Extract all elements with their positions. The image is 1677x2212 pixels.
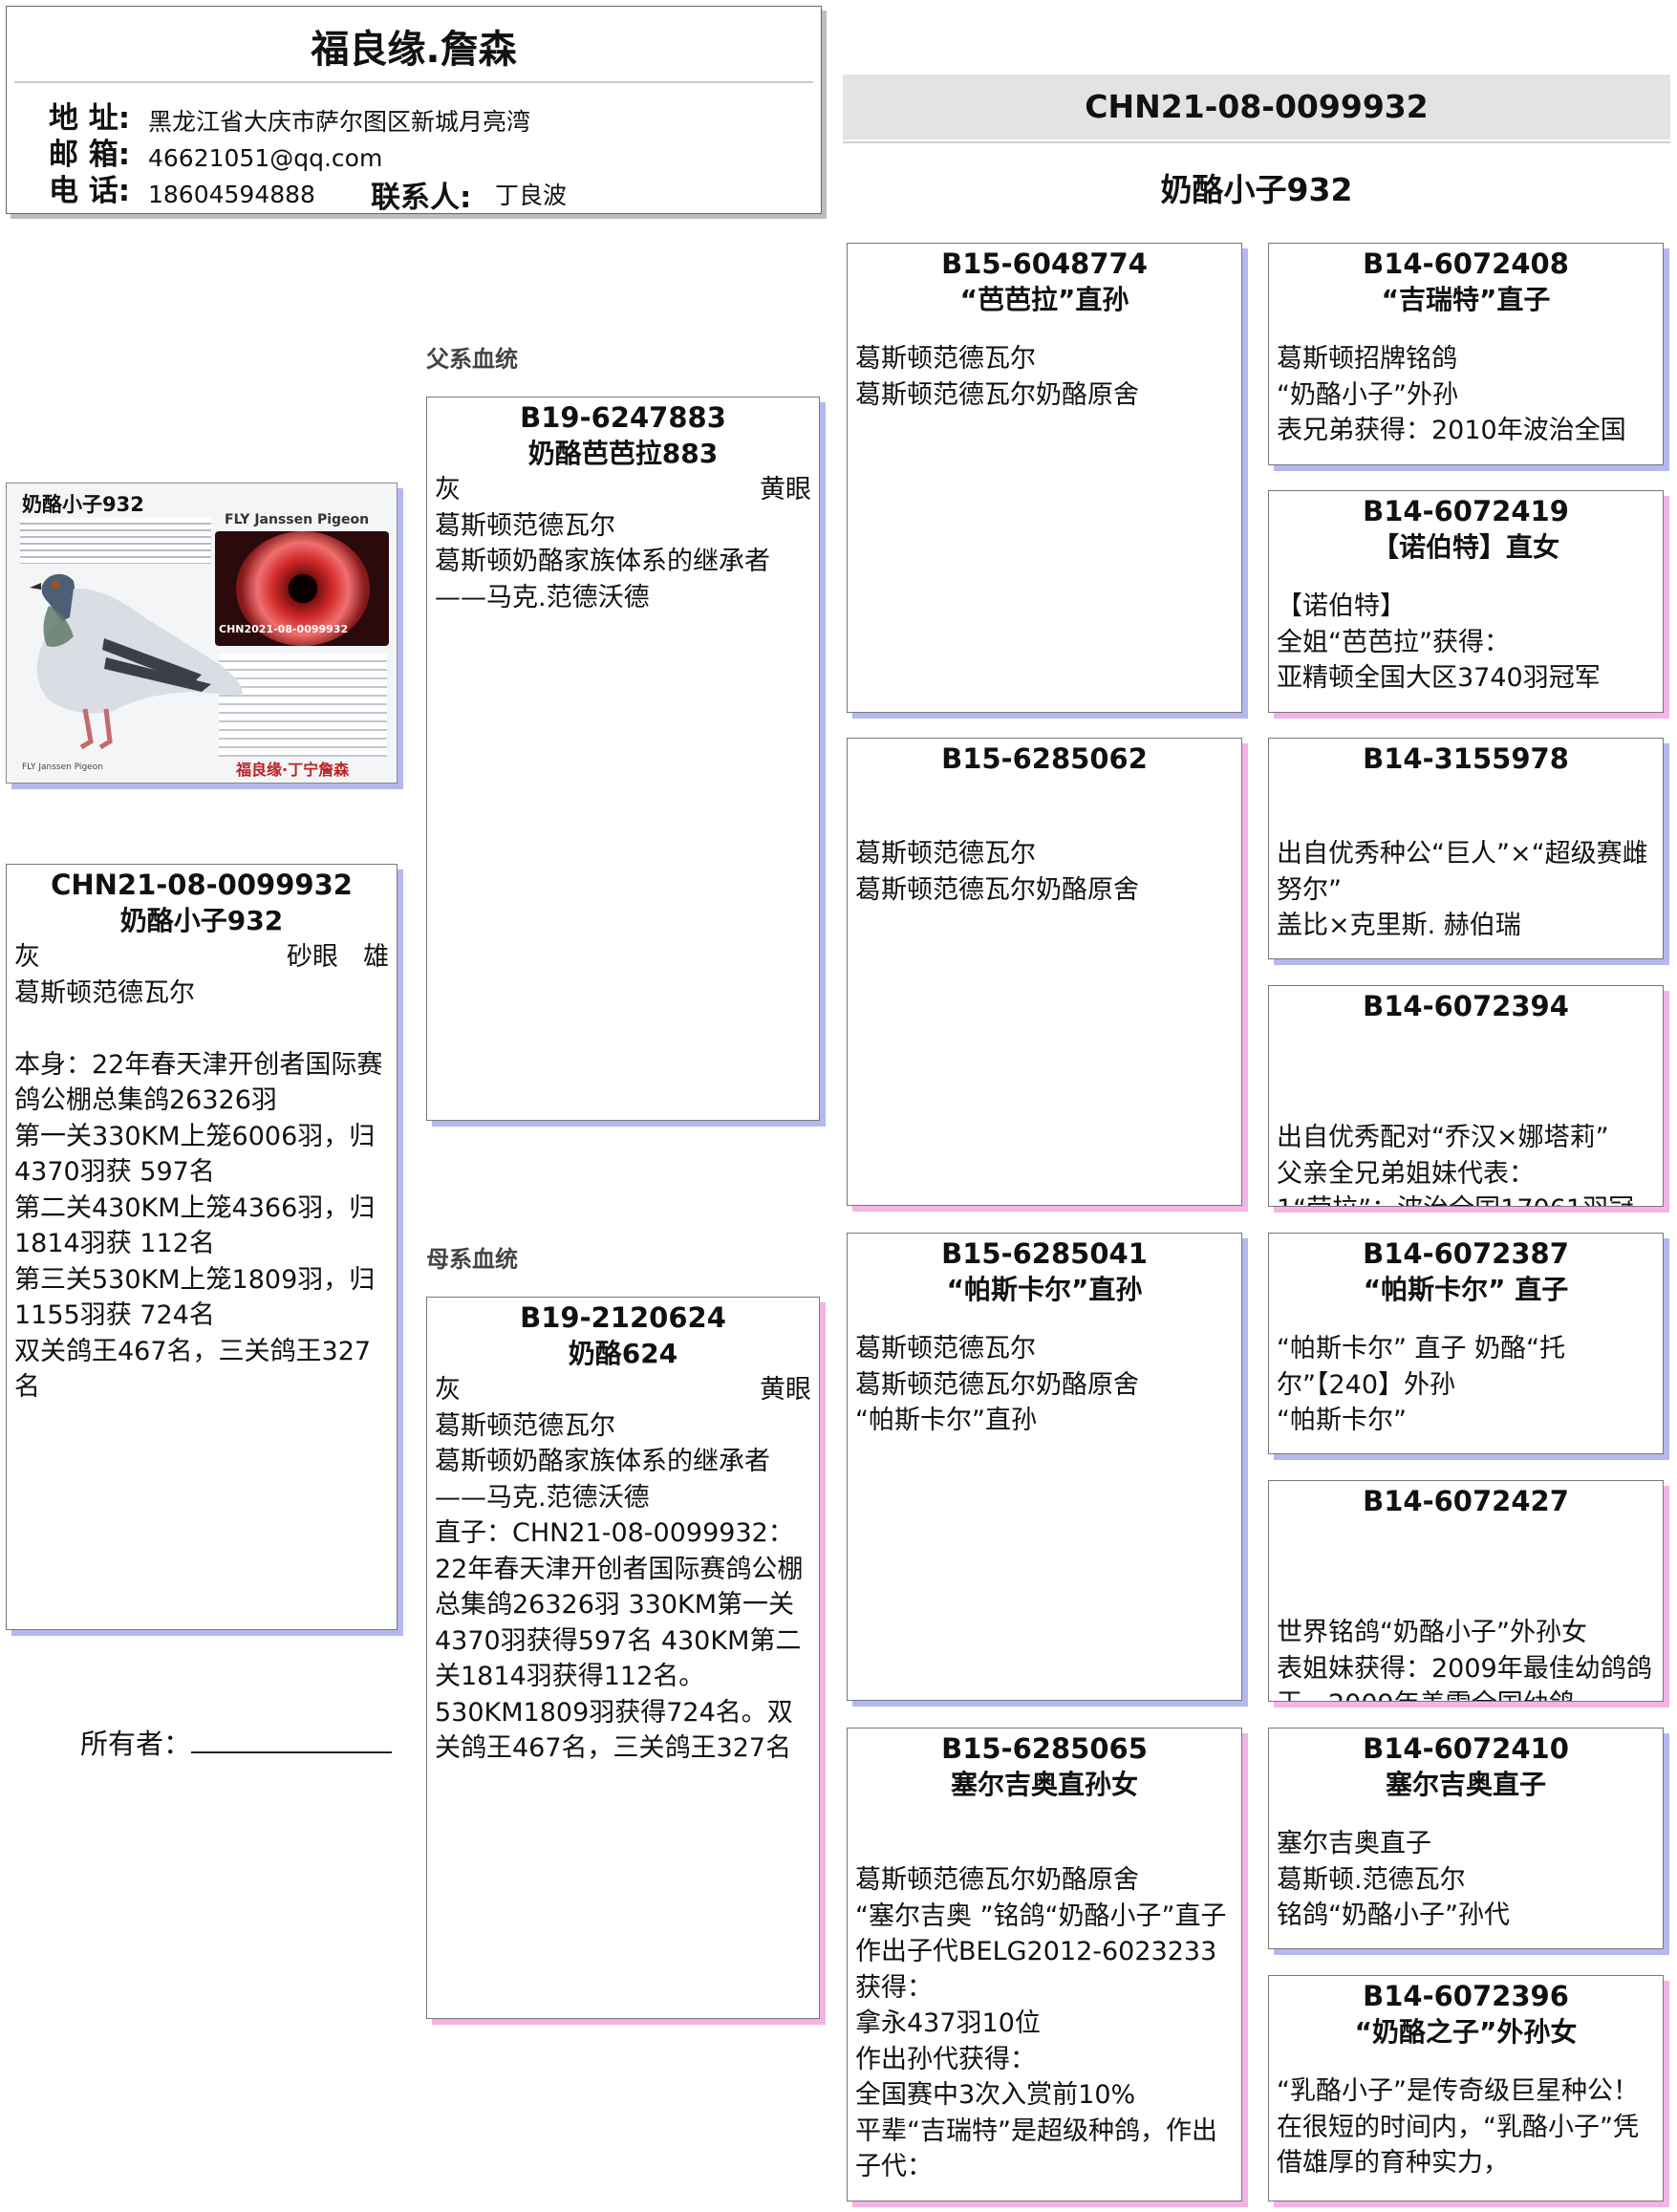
great-grandparent-box: B14-6072410 塞尔吉奥直子 塞尔吉奥直子 葛斯顿.范德瓦尔 铭鸽“奶酪…	[1268, 1728, 1664, 1949]
ggp-ring: B14-6072408	[1269, 246, 1663, 282]
gp-ring: B15-6285062	[848, 741, 1241, 777]
loft-values: 黑龙江省大庆市萨尔图区新城月亮湾 46621051@qq.com 1860459…	[148, 104, 530, 213]
subject-sex: 雄	[363, 939, 389, 976]
ggp-name: “帕斯卡尔” 直子	[1269, 1272, 1663, 1308]
ggp-ring: B14-6072419	[1269, 493, 1663, 529]
photo-footer-left: FLY Janssen Pigeon	[22, 762, 103, 772]
ggp-notes: “乳酪小子”是传奇级巨星种公！在很短的时间内，“乳酪小子”凭借雄厚的育种实力，	[1269, 2073, 1663, 2181]
grandparent-box: B15-6285065 塞尔吉奥直孙女 葛斯顿范德瓦尔奶酪原舍 “塞尔吉奥 ”铭…	[847, 1728, 1242, 2201]
subject-eye: 砂眼	[287, 939, 338, 976]
ggp-name	[1269, 777, 1663, 813]
sire-eye: 黄眼	[760, 472, 811, 508]
ggp-notes: 出自优秀配对“乔汉×娜塔莉” 父亲全兄弟姐妹代表： 1“劳拉”：波治全国1706…	[1269, 1120, 1663, 1207]
gp-notes: 葛斯顿范德瓦尔 葛斯顿范德瓦尔奶酪原舍	[848, 341, 1241, 413]
gp-notes: 葛斯顿范德瓦尔 葛斯顿范德瓦尔奶酪原舍	[848, 836, 1241, 908]
great-grandparent-box: B14-6072419 【诺伯特】直女 【诺伯特】 全姐“芭芭拉”获得： 亚精顿…	[1268, 490, 1664, 713]
grandparent-box: B15-6285062 葛斯顿范德瓦尔 葛斯顿范德瓦尔奶酪原舍	[847, 738, 1242, 1206]
gp-name: 塞尔吉奥直孙女	[848, 1767, 1241, 1803]
phone-label: 电 话:	[49, 173, 130, 209]
gp-name: “芭芭拉”直孙	[848, 282, 1241, 318]
sire-color: 灰	[435, 472, 461, 508]
ggp-notes: 出自优秀种公“巨人”×“超级赛雌努尔” 盖比×克里斯. 赫伯瑞	[1269, 836, 1663, 944]
subject-attrs: 灰 砂眼 雄	[7, 939, 397, 976]
loft-title: 福良缘.詹森	[7, 18, 821, 74]
ggp-notes: 塞尔吉奥直子 葛斯顿.范德瓦尔 铭鸽“奶酪小子”孙代	[1269, 1826, 1663, 1934]
great-grandparent-box: B14-3155978 出自优秀种公“巨人”×“超级赛雌努尔” 盖比×克里斯. …	[1268, 738, 1664, 959]
loft-info-box: 福良缘.詹森 地 址: 邮 箱: 电 话: 黑龙江省大庆市萨尔图区新城月亮湾 4…	[6, 6, 822, 214]
owner-label: 所有者：	[80, 1722, 191, 1762]
dam-section-label: 母系血统	[426, 1240, 518, 1274]
email-label: 邮 箱:	[49, 137, 130, 173]
pigeon-photo: 奶酪小子932 FLY Janssen Pigeon CHN2021-08-00…	[6, 483, 398, 784]
email-value: 46621051@qq.com	[148, 140, 530, 177]
great-grandparent-box: B14-6072408 “吉瑞特”直子 葛斯顿招牌铭鸽 “奶酪小子”外孙 表兄弟…	[1268, 243, 1664, 465]
sire-ring: B19-6247883	[427, 399, 819, 436]
header-divider	[843, 141, 1670, 143]
dam-color: 灰	[435, 1372, 461, 1408]
photo-title: 奶酪小子932	[22, 489, 144, 518]
photo-footer-logo: 福良缘·丁宁詹森	[236, 757, 349, 780]
ggp-ring: B14-6072410	[1269, 1730, 1663, 1767]
ggp-notes: “帕斯卡尔” 直子 奶酪“托尔”【240】外孙 “帕斯卡尔”	[1269, 1331, 1663, 1439]
header-name: 奶酪小子932	[843, 164, 1670, 210]
owner-signature-line	[191, 1751, 392, 1753]
pigeon-image	[11, 550, 249, 765]
gp-ring: B15-6048774	[848, 246, 1241, 282]
subject-notes: 葛斯顿范德瓦尔 本身：22年春天津开创者国际赛鸽公棚总集鸽26326羽 第一关3…	[7, 976, 397, 1406]
loft-title-divider	[14, 81, 813, 83]
dam-box: B19-2120624 奶酪624 灰 黄眼 葛斯顿范德瓦尔 葛斯顿奶酪家族体系…	[426, 1297, 820, 2019]
dam-attrs: 灰 黄眼	[427, 1372, 819, 1408]
great-grandparent-box: B14-6072387 “帕斯卡尔” 直子 “帕斯卡尔” 直子 奶酪“托尔”【2…	[1268, 1233, 1664, 1454]
subject-eye-sex: 砂眼 雄	[287, 939, 389, 976]
address-value: 黑龙江省大庆市萨尔图区新城月亮湾	[148, 104, 530, 140]
sire-box: B19-6247883 奶酪芭芭拉883 灰 黄眼 葛斯顿范德瓦尔 葛斯顿奶酪家…	[426, 397, 820, 1121]
subject-name: 奶酪小子932	[7, 903, 397, 939]
gp-ring: B15-6285065	[848, 1730, 1241, 1767]
dam-ring: B19-2120624	[427, 1299, 819, 1336]
great-grandparent-box: B14-6072394 出自优秀配对“乔汉×娜塔莉” 父亲全兄弟姐妹代表： 1“…	[1268, 985, 1664, 1207]
dam-eye: 黄眼	[760, 1372, 811, 1408]
ggp-ring: B14-3155978	[1269, 741, 1663, 777]
ggp-ring: B14-6072427	[1269, 1483, 1663, 1519]
ggp-ring: B14-6072396	[1269, 1978, 1663, 2014]
ggp-notes: 【诺伯特】 全姐“芭芭拉”获得： 亚精顿全国大区3740羽冠军	[1269, 589, 1663, 697]
great-grandparent-box: B14-6072427 世界铭鸽“奶酪小子”外孙女 表姐妹获得：2009年最佳幼…	[1268, 1480, 1664, 1702]
address-label: 地 址:	[49, 100, 130, 137]
header-ring: CHN21-08-0099932	[843, 88, 1670, 125]
ggp-name: “吉瑞特”直子	[1269, 282, 1663, 318]
contact-label: 联系人:	[371, 173, 471, 214]
ggp-name: 塞尔吉奥直子	[1269, 1767, 1663, 1803]
dam-notes: 葛斯顿范德瓦尔 葛斯顿奶酪家族体系的继承者——马克.范德沃德 直子：CHN21-…	[427, 1408, 819, 1767]
ggp-name: “奶酪之子”外孙女	[1269, 2014, 1663, 2051]
subject-color: 灰	[14, 939, 40, 976]
ggp-ring: B14-6072394	[1269, 988, 1663, 1024]
ggp-notes: 世界铭鸽“奶酪小子”外孙女 表姐妹获得：2009年最佳幼鸽鸽王，2009年盖雷全…	[1269, 1615, 1663, 1702]
gp-notes: 葛斯顿范德瓦尔 葛斯顿范德瓦尔奶酪原舍 “帕斯卡尔”直孙	[848, 1331, 1241, 1439]
ggp-notes: 葛斯顿招牌铭鸽 “奶酪小子”外孙 表兄弟获得：2010年波治全国	[1269, 341, 1663, 449]
dam-name: 奶酪624	[427, 1336, 819, 1372]
sire-notes: 葛斯顿范德瓦尔 葛斯顿奶酪家族体系的继承者——马克.范德沃德	[427, 508, 819, 616]
grandparent-box: B15-6285041 “帕斯卡尔”直孙 葛斯顿范德瓦尔 葛斯顿范德瓦尔奶酪原舍…	[847, 1233, 1242, 1701]
phone-value: 18604594888	[148, 177, 530, 213]
subject-ring: CHN21-08-0099932	[7, 867, 397, 903]
ggp-ring: B14-6072387	[1269, 1235, 1663, 1272]
gp-name: “帕斯卡尔”直孙	[848, 1272, 1241, 1308]
gp-notes: 葛斯顿范德瓦尔奶酪原舍 “塞尔吉奥 ”铭鸽“奶酪小子”直子作出子代BELG201…	[848, 1862, 1241, 2185]
ggp-name	[1269, 1519, 1663, 1556]
ggp-name: 【诺伯特】直女	[1269, 529, 1663, 566]
sire-name: 奶酪芭芭拉883	[427, 436, 819, 472]
sire-section-label: 父系血统	[426, 340, 518, 374]
contact-value: 丁良波	[495, 177, 567, 211]
subject-box: CHN21-08-0099932 奶酪小子932 灰 砂眼 雄 葛斯顿范德瓦尔 …	[6, 864, 398, 1630]
gp-name	[848, 777, 1241, 813]
ggp-name	[1269, 1024, 1663, 1061]
photo-brand: FLY Janssen Pigeon	[225, 512, 369, 527]
sire-attrs: 灰 黄眼	[427, 472, 819, 508]
grandparent-box: B15-6048774 “芭芭拉”直孙 葛斯顿范德瓦尔 葛斯顿范德瓦尔奶酪原舍	[847, 243, 1242, 713]
loft-labels: 地 址: 邮 箱: 电 话:	[49, 100, 130, 209]
gp-ring: B15-6285041	[848, 1235, 1241, 1272]
great-grandparent-box: B14-6072396 “奶酪之子”外孙女 “乳酪小子”是传奇级巨星种公！在很短…	[1268, 1975, 1664, 2201]
